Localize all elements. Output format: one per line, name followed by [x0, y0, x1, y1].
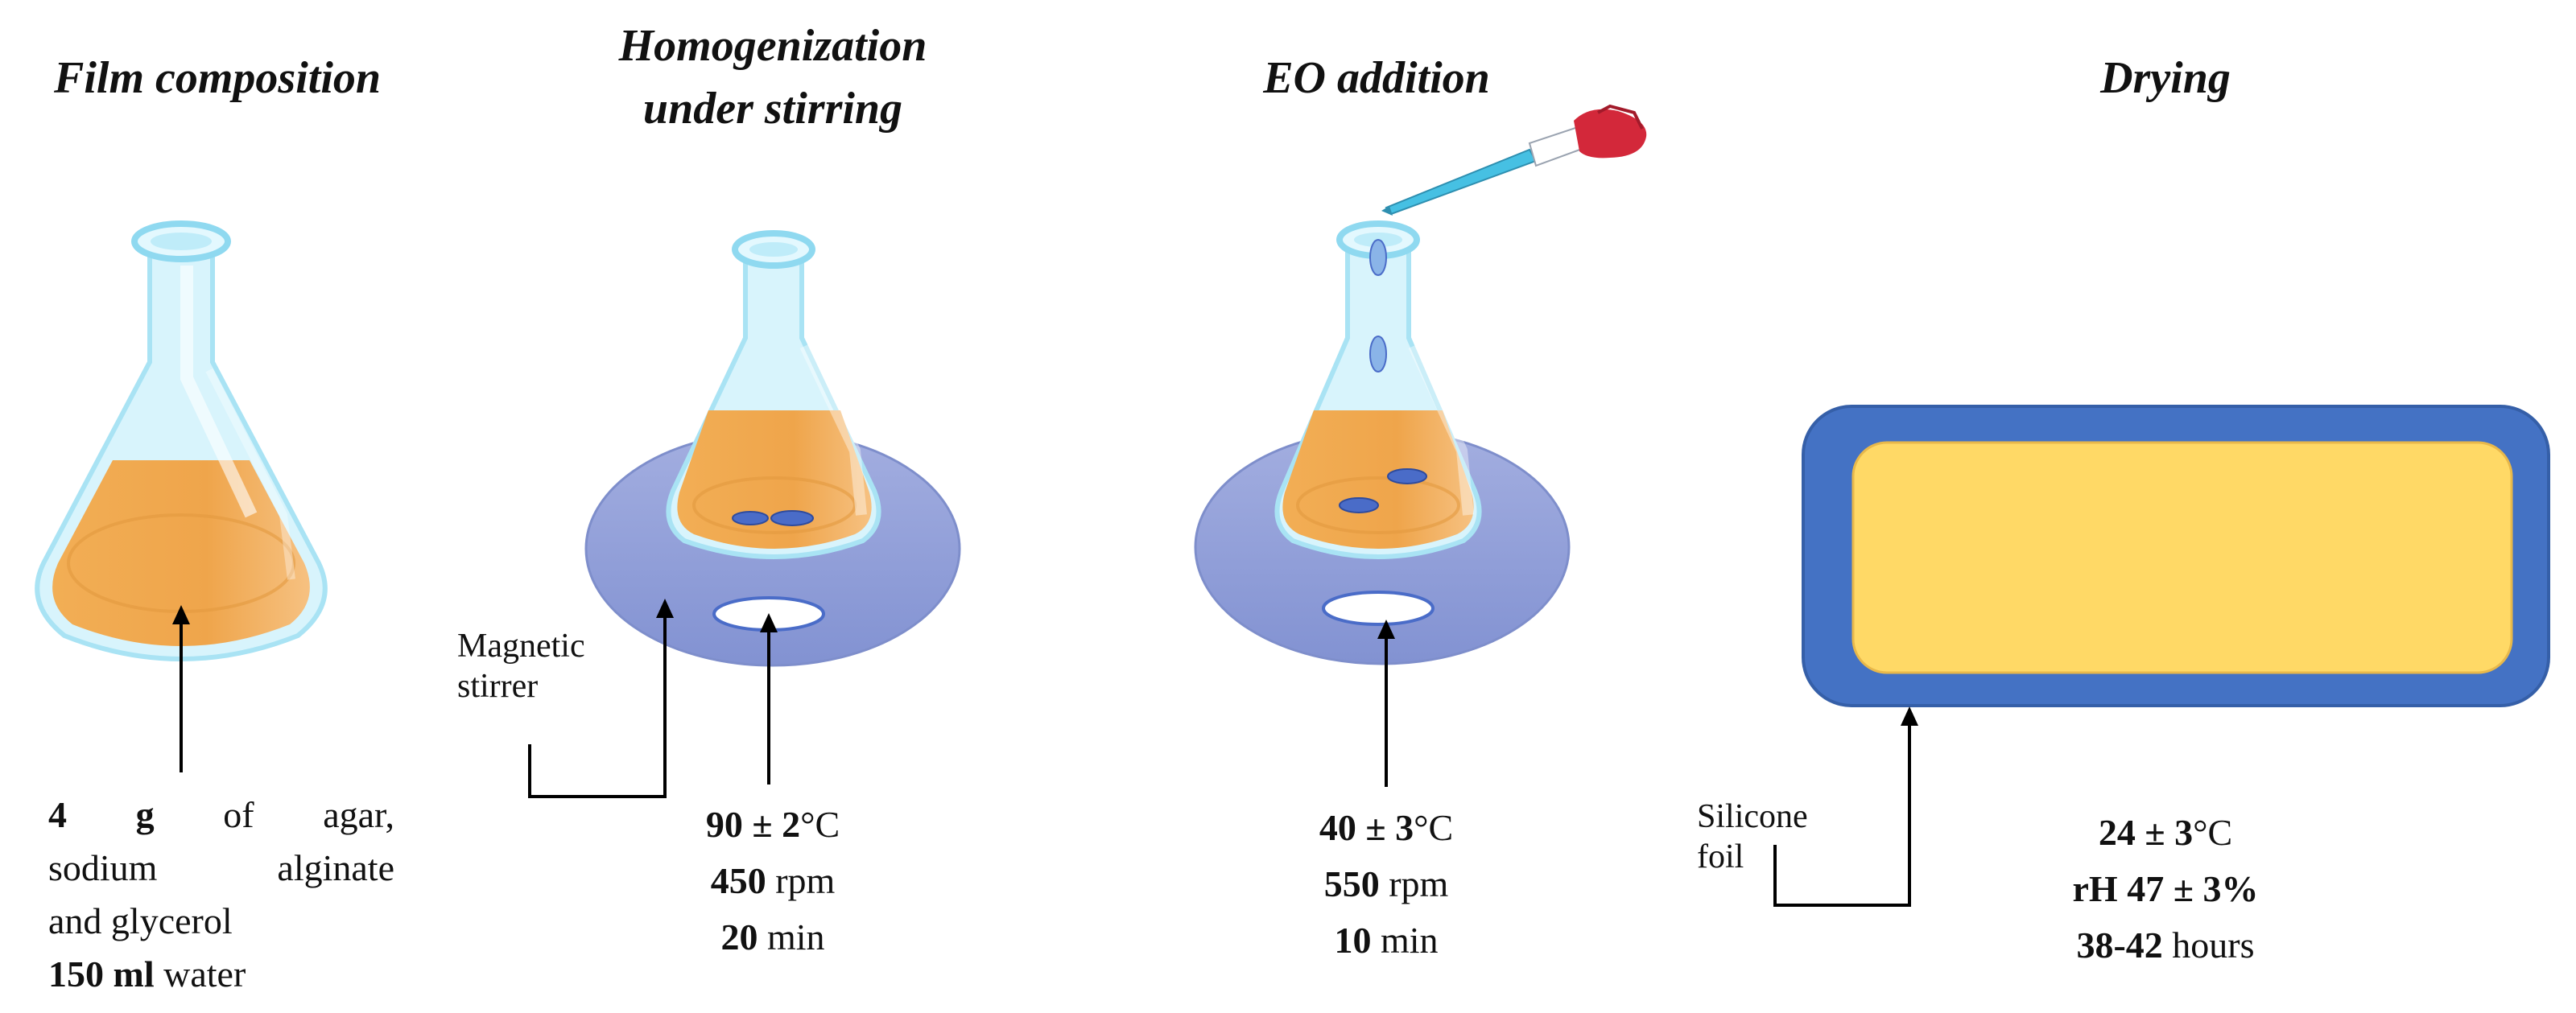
composition-line2: sodium alginate — [48, 842, 394, 895]
foil-arrow — [1773, 706, 1918, 907]
silicone-foil-label: Silicone foil — [1697, 797, 1808, 877]
eo-addition-conditions: 40 ± 3°C 550 rpm 10 min — [1225, 800, 1547, 969]
duration-value: 20 — [720, 916, 758, 957]
composition-text: 4 g of agar, sodium alginate and glycero… — [48, 789, 394, 1001]
eo-arrow — [1377, 620, 1395, 787]
duration: 10 min — [1225, 912, 1547, 969]
temperature: 24 ± 3°C — [1972, 805, 2359, 861]
flask-2 — [666, 230, 881, 559]
step4-title: Drying — [2100, 53, 2231, 103]
temperature-value: 90 ± 2 — [705, 804, 801, 845]
composition-line4: 150 ml water — [48, 948, 394, 1001]
humidity-value: rH 47 ± 3% — [2072, 868, 2259, 909]
temperature-unit: °C — [1414, 807, 1454, 848]
water-label: water — [154, 953, 246, 994]
silicone-foil-tray-icon — [1802, 405, 2550, 707]
temperature-unit: °C — [800, 804, 840, 845]
composition-line1: 4 g of agar, — [48, 789, 394, 842]
foil-label-line2: foil — [1697, 838, 1744, 875]
temperature-value: 40 ± 3 — [1319, 807, 1414, 848]
speed-unit: rpm — [1379, 863, 1449, 904]
homogenization-conditions: 90 ± 2°C 450 rpm 20 min — [612, 797, 934, 966]
foil-label-line1: Silicone — [1697, 798, 1808, 835]
duration: 38-42 hours — [1972, 917, 2359, 974]
composition-unit: g — [135, 794, 155, 835]
stirring-speed: 450 rpm — [612, 853, 934, 909]
composition-arrow — [172, 605, 190, 772]
step3-title: EO addition — [1263, 53, 1490, 103]
speed-unit: rpm — [766, 860, 836, 901]
speed-value: 550 — [1323, 863, 1380, 904]
duration-unit: min — [758, 916, 825, 957]
composition-word: sodium — [48, 847, 158, 888]
duration: 20 min — [612, 909, 934, 966]
relative-humidity: rH 47 ± 3% — [1972, 861, 2359, 917]
duration-value: 10 — [1334, 920, 1372, 961]
step1-title: Film composition — [53, 53, 382, 103]
temperature-value: 24 ± 3 — [2098, 812, 2194, 853]
pipette-icon — [1381, 104, 1647, 216]
magnetic-stirrer-label: Magnetic stirrer — [457, 626, 585, 706]
flask-3 — [1274, 220, 1482, 559]
speed-value: 450 — [710, 860, 766, 901]
temperature: 40 ± 3°C — [1225, 800, 1547, 856]
duration-unit: hours — [2162, 924, 2255, 966]
temperature-unit: °C — [2193, 812, 2233, 853]
step2-title-line2: under stirring — [642, 84, 903, 134]
step2-title-line1: Homogenization — [618, 21, 927, 71]
composition-line3: and glycerol — [48, 900, 233, 941]
temperature: 90 ± 2°C — [612, 797, 934, 853]
flask-1 — [35, 220, 328, 661]
duration-value: 38-42 — [2076, 924, 2163, 966]
duration-unit: min — [1371, 920, 1439, 961]
composition-word: of — [223, 794, 254, 835]
stirring-speed: 550 rpm — [1225, 856, 1547, 912]
stirrer-label-line1: Magnetic — [457, 628, 585, 665]
composition-word: agar, — [323, 794, 395, 835]
composition-amount: 4 — [48, 794, 67, 835]
composition-word: alginate — [277, 847, 394, 888]
water-amount: 150 ml — [48, 953, 155, 994]
stirrer-arrows — [528, 599, 778, 798]
stirrer-label-line2: stirrer — [457, 668, 539, 705]
drying-conditions: 24 ± 3°C rH 47 ± 3% 38-42 hours — [1972, 805, 2359, 974]
